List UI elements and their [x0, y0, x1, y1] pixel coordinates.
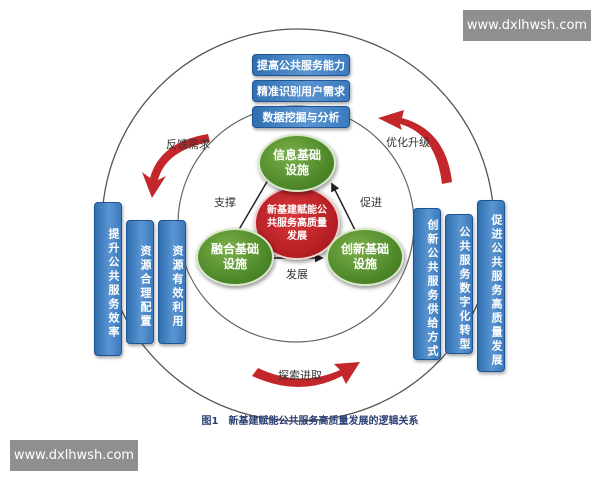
node-innovation-infrastructure: 创新基础设施 — [326, 228, 404, 286]
red-arrow-optimize — [378, 110, 452, 184]
right-box-3: 促进公共服务高质量发展 — [477, 200, 505, 372]
label-support: 支撑 — [214, 196, 236, 209]
node-information-infrastructure: 信息基础设施 — [258, 134, 336, 192]
left-box-2: 资源合理配置 — [126, 220, 154, 344]
label-develop: 发展 — [286, 268, 308, 281]
right-box-2: 公共服务数字化转型 — [445, 214, 473, 354]
figure-caption: 图1 新基建赋能公共服务高质量发展的逻辑关系 — [201, 416, 419, 427]
arrow-right-to-top — [331, 182, 357, 233]
watermark-top: www.dxlhwsh.com — [463, 10, 591, 41]
label-optimize: 优化升级 — [386, 136, 430, 149]
top-box-3: 数据挖掘与分析 — [252, 106, 350, 128]
right-box-1: 创新公共服务供给方式 — [413, 208, 441, 360]
top-box-2: 精准识别用户需求 — [252, 80, 350, 102]
red-arrow-feedback — [142, 134, 210, 198]
left-box-3: 资源有效利用 — [158, 220, 186, 344]
watermark-bottom: www.dxlhwsh.com — [10, 440, 138, 471]
red-arrow-explore — [252, 362, 360, 387]
label-feedback: 反馈需求 — [166, 138, 210, 151]
top-box-1: 提高公共服务能力 — [252, 54, 350, 76]
left-box-1: 提升公共服务效率 — [94, 202, 122, 356]
label-promote: 促进 — [360, 196, 382, 209]
node-fusion-infrastructure: 融合基础设施 — [196, 228, 274, 286]
label-explore: 探索进取 — [278, 369, 322, 382]
